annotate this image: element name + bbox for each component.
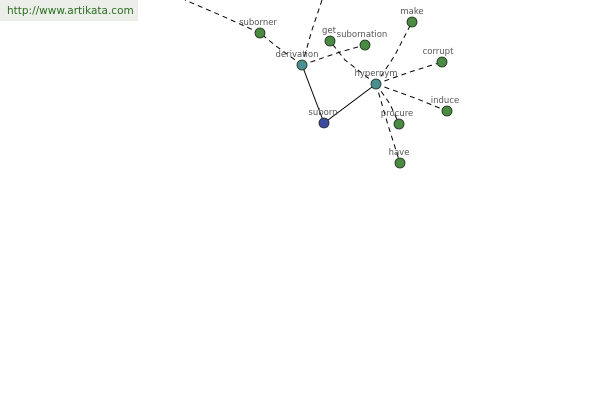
edge-hypernym-make: [375, 21, 413, 85]
node-dot-get[interactable]: [324, 35, 336, 47]
node-label-derivation: derivation: [275, 50, 318, 60]
node-dot-induce[interactable]: [441, 105, 453, 117]
node-derivation[interactable]: derivation: [275, 50, 319, 71]
node-label-subornation: subornation: [337, 30, 388, 40]
node-label-have: have: [389, 148, 410, 158]
node-get[interactable]: get: [322, 26, 337, 47]
node-label-procure: procure: [381, 109, 414, 119]
edge-derivation-suborner: [259, 32, 303, 66]
node-procure[interactable]: procure: [381, 109, 414, 130]
node-dot-hypernym[interactable]: [370, 78, 382, 90]
node-suborn[interactable]: suborn: [308, 108, 338, 129]
edge-hypernym-get: [329, 40, 377, 85]
node-label-hypernym: hypernym: [354, 69, 397, 79]
edges-layer: [184, 0, 448, 164]
node-dot-procure[interactable]: [393, 118, 405, 130]
node-induce[interactable]: induce: [431, 96, 459, 117]
node-label-get: get: [322, 26, 337, 36]
edge-hypernym-induce: [375, 83, 448, 112]
node-dot-derivation[interactable]: [296, 59, 308, 71]
edge-hypernym-procure: [375, 83, 400, 125]
node-label-induce: induce: [431, 96, 459, 106]
node-label-corrupt: corrupt: [423, 47, 454, 57]
node-dot-subornation[interactable]: [359, 39, 371, 51]
node-have[interactable]: have: [389, 148, 410, 169]
node-make[interactable]: make: [400, 7, 424, 28]
node-dot-corrupt[interactable]: [436, 56, 448, 68]
edge-suborner-offscreen: [184, 0, 261, 34]
edge-hypernym-corrupt: [375, 61, 443, 85]
node-corrupt[interactable]: corrupt: [423, 47, 454, 68]
node-dot-make[interactable]: [406, 16, 418, 28]
node-label-suborner: suborner: [239, 18, 277, 28]
node-dot-have[interactable]: [394, 157, 406, 169]
node-label-make: make: [400, 7, 423, 17]
edge-derivation-offscreen: [301, 0, 323, 66]
edge-suborn-derivation: [301, 64, 325, 124]
node-suborner[interactable]: suborner: [239, 18, 277, 39]
edge-derivation-subornation: [301, 44, 366, 66]
node-hypernym[interactable]: hypernym: [354, 69, 398, 90]
edge-suborn-hypernym: [323, 83, 377, 124]
node-dot-suborn[interactable]: [318, 117, 330, 129]
artikata-link[interactable]: http://www.artikata.com: [7, 5, 134, 17]
node-subornation[interactable]: subornation: [337, 30, 388, 51]
url-header: http://www.artikata.com: [0, 0, 138, 21]
node-dot-suborner[interactable]: [254, 27, 266, 39]
node-label-suborn: suborn: [308, 108, 337, 118]
